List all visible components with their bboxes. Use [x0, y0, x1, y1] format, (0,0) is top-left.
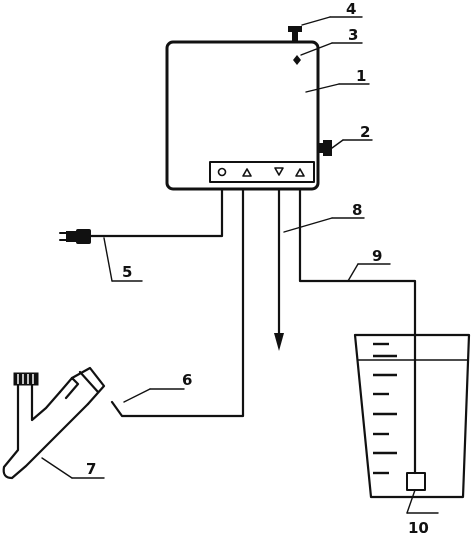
label-2: 2: [360, 123, 370, 141]
label-3: 3: [348, 26, 358, 44]
label-9: 9: [372, 247, 382, 265]
label-5: 5: [122, 263, 132, 281]
panel-down-arrow-icon: [274, 167, 284, 176]
label-4: 4: [346, 0, 356, 18]
label-8: 8: [352, 201, 362, 219]
label-7: 7: [86, 460, 96, 478]
pipe-y-fitting: [2, 366, 106, 480]
indicator: [293, 55, 301, 65]
panel-power-indicator: [217, 167, 227, 177]
drain-probe: [274, 187, 284, 351]
label-10: 10: [408, 519, 429, 537]
power-plug: [59, 229, 91, 244]
pipe-line-9: [298, 187, 417, 475]
side-valve: [318, 140, 332, 156]
panel-up-arrow-icon-2: [295, 168, 305, 177]
power-cable: [59, 187, 224, 244]
label-1: 1: [356, 67, 366, 85]
top-valve: [288, 26, 302, 42]
label-6: 6: [182, 371, 192, 389]
main-box: [165, 40, 320, 191]
pipe-line-6: [110, 187, 245, 418]
measuring-container: [353, 333, 471, 499]
leader-lines: [41, 16, 439, 514]
panel-up-arrow-icon: [242, 168, 252, 177]
